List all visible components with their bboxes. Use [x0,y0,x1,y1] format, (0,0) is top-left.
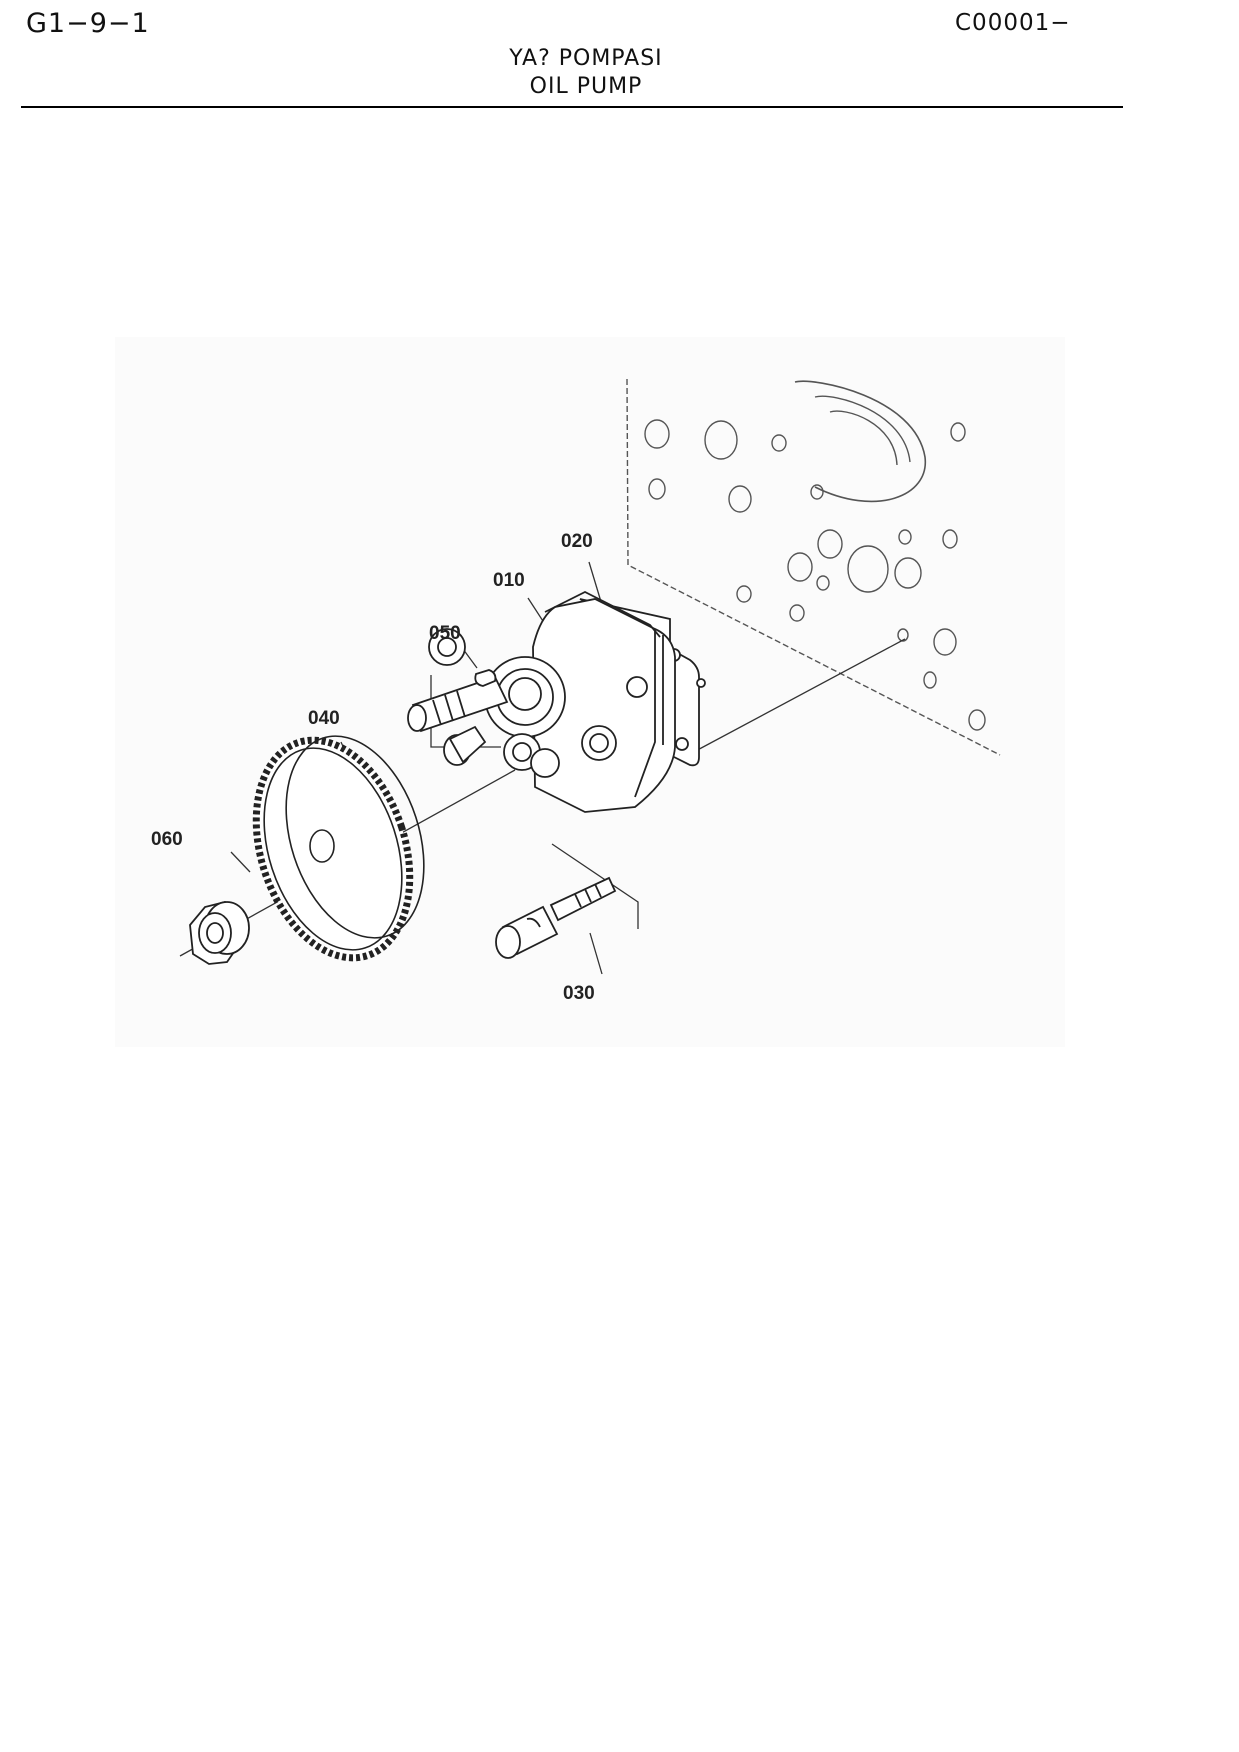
page-code: G1−9−1 [26,8,150,39]
oil-pump-part-010 [407,590,676,813]
callout-010: 010 [493,570,525,591]
nut-part-060 [189,901,250,965]
callout-030: 030 [563,983,595,1004]
callout-060: 060 [151,829,183,850]
callout-020: 020 [561,531,593,552]
bolt-part-030 [495,876,617,959]
page-title-turkish: YA? POMPASI [509,46,663,71]
page-title-english: OIL PUMP [529,74,643,99]
header-rule [21,106,1123,108]
catalog-code: C00001− [955,10,1071,36]
engine-plate [626,378,1001,756]
callout-050: 050 [429,623,461,644]
callout-040: 040 [308,708,340,729]
gear-part-040 [252,735,425,962]
key-part-050 [474,669,497,687]
exploded-parts-diagram: 020 010 050 040 060 030 [115,337,1065,1047]
